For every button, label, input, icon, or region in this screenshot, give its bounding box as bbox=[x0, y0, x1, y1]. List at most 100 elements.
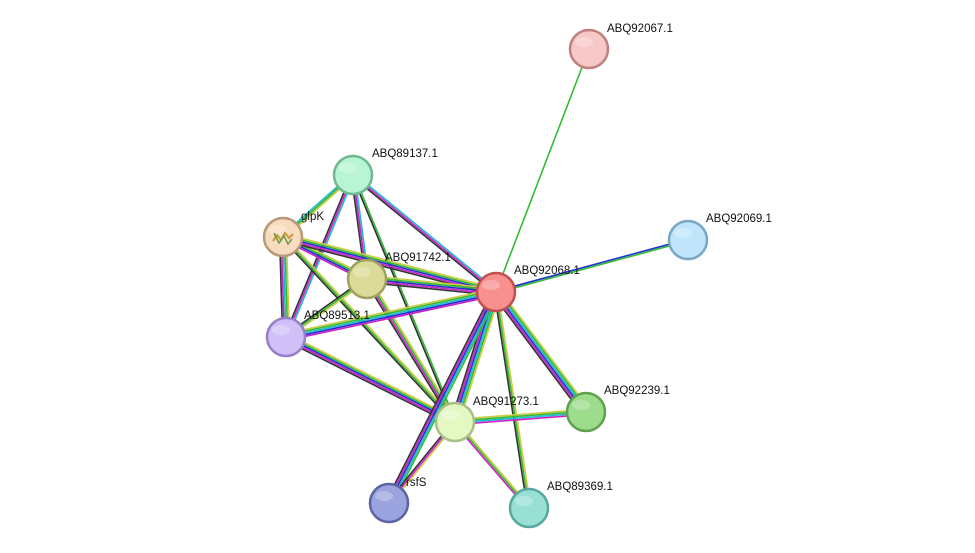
edge-evidence-line bbox=[496, 291, 588, 412]
node-label: ABQ89137.1 bbox=[372, 148, 438, 160]
edge-evidence-line bbox=[286, 294, 497, 342]
edge-evidence-line bbox=[285, 287, 496, 335]
node-label: ABQ92068.1 bbox=[514, 265, 580, 277]
edge-evidence-line bbox=[456, 292, 500, 424]
edge-evidence-line bbox=[282, 236, 497, 293]
node-label: ABQ92067.1 bbox=[607, 23, 673, 35]
edge-abq92068-1-abq92239-1[interactable] bbox=[491, 288, 591, 416]
node-abq92069-1[interactable]: ABQ92069.1 bbox=[667, 213, 772, 261]
node-abq91273-1[interactable]: ABQ91273.1 bbox=[434, 396, 539, 443]
edge-evidence-line bbox=[282, 236, 456, 423]
node-highlight bbox=[575, 37, 593, 47]
edge-evidence-line bbox=[495, 291, 530, 509]
edge-evidence-line bbox=[455, 413, 587, 426]
node-abq89369-1[interactable]: ABQ89369.1 bbox=[508, 481, 613, 529]
edge-evidence-line bbox=[353, 174, 457, 422]
edge-evidence-line bbox=[455, 412, 587, 424]
node-rsfs[interactable]: rsfS bbox=[368, 477, 427, 524]
node-label: glpK bbox=[301, 211, 324, 223]
node-highlight bbox=[272, 325, 290, 335]
edge-evidence-line bbox=[493, 293, 585, 415]
edge-evidence-line bbox=[496, 240, 689, 294]
edge-evidence-line bbox=[281, 237, 455, 424]
node-abq91742-1[interactable]: ABQ91742.1 bbox=[346, 252, 451, 300]
node-highlight bbox=[339, 163, 357, 173]
node-circle[interactable] bbox=[568, 28, 610, 70]
node-circle[interactable] bbox=[346, 258, 388, 300]
node-circle[interactable] bbox=[368, 482, 410, 524]
edge-evidence-line bbox=[454, 408, 586, 421]
edge-evidence-line bbox=[495, 238, 688, 292]
edge-evidence-line bbox=[388, 291, 497, 504]
edge-evidence-line bbox=[366, 279, 496, 295]
edge-evidence-line bbox=[494, 292, 586, 413]
edge-abq89137-1-abq91273-1[interactable] bbox=[351, 174, 457, 423]
node-circle[interactable] bbox=[475, 271, 517, 313]
edges-layer bbox=[278, 48, 689, 510]
edge-evidence-line bbox=[491, 294, 584, 416]
node-highlight bbox=[515, 496, 533, 506]
edge-evidence-line bbox=[455, 292, 498, 423]
node-highlight bbox=[674, 228, 692, 238]
edge-evidence-line bbox=[386, 290, 496, 503]
edge-abq92069-1-abq92068-1[interactable] bbox=[495, 238, 689, 294]
node-label: ABQ91273.1 bbox=[473, 396, 539, 408]
edge-abq91273-1-abq92239-1[interactable] bbox=[454, 408, 587, 426]
edge-glpk-abq91273-1[interactable] bbox=[281, 235, 457, 424]
edge-evidence-line bbox=[285, 336, 456, 423]
edge-abq92067-1-abq92068-1[interactable] bbox=[495, 48, 590, 293]
edge-evidence-line bbox=[493, 292, 529, 509]
edge-evidence-line bbox=[283, 234, 497, 292]
edge-evidence-line bbox=[496, 291, 532, 508]
nodes-layer: ABQ92067.1ABQ89137.1glpKABQ91742.1ABQ920… bbox=[262, 23, 772, 529]
edge-evidence-line bbox=[351, 175, 455, 423]
edge-abq89513-1-abq91273-1[interactable] bbox=[284, 333, 457, 426]
edge-evidence-line bbox=[495, 48, 590, 293]
edge-evidence-line bbox=[284, 339, 454, 426]
protein-structure-icon bbox=[272, 231, 294, 246]
edge-evidence-line bbox=[498, 288, 591, 410]
edge-evidence-line bbox=[385, 290, 494, 502]
node-label: ABQ92239.1 bbox=[604, 385, 670, 397]
edge-evidence-line bbox=[285, 289, 496, 337]
node-abq92068-1[interactable]: ABQ92068.1 bbox=[475, 265, 580, 313]
node-highlight bbox=[482, 280, 500, 290]
edge-evidence-line bbox=[284, 337, 455, 425]
edge-evidence-line bbox=[497, 289, 589, 411]
node-abq92239-1[interactable]: ABQ92239.1 bbox=[565, 385, 670, 433]
edge-evidence-line bbox=[389, 292, 499, 505]
node-glpk[interactable]: glpK bbox=[262, 211, 324, 258]
node-circle[interactable] bbox=[265, 316, 307, 358]
edge-evidence-line bbox=[287, 333, 457, 420]
node-abq89137-1[interactable]: ABQ89137.1 bbox=[332, 148, 438, 196]
node-circle[interactable] bbox=[508, 487, 550, 529]
node-label: ABQ89513.1 bbox=[304, 310, 370, 322]
node-highlight bbox=[269, 225, 287, 235]
node-circle[interactable] bbox=[565, 391, 607, 433]
node-label: ABQ92069.1 bbox=[706, 213, 772, 225]
node-highlight bbox=[441, 410, 459, 420]
node-circle[interactable] bbox=[667, 219, 709, 261]
node-highlight bbox=[375, 491, 393, 501]
edge-evidence-line bbox=[286, 334, 457, 422]
edge-evidence-line bbox=[454, 410, 586, 422]
edge-evidence-line bbox=[391, 293, 500, 505]
node-label: ABQ91742.1 bbox=[385, 252, 451, 264]
edge-evidence-line bbox=[351, 175, 496, 294]
edge-abq92068-1-rsfs[interactable] bbox=[385, 290, 500, 505]
node-highlight bbox=[353, 267, 371, 277]
edge-evidence-line bbox=[283, 235, 457, 422]
edge-evidence-line bbox=[366, 278, 497, 293]
node-abq89513-1[interactable]: ABQ89513.1 bbox=[265, 310, 370, 358]
edge-abq89137-1-abq92068-1[interactable] bbox=[351, 173, 498, 294]
node-abq92067-1[interactable]: ABQ92067.1 bbox=[568, 23, 673, 70]
node-circle[interactable] bbox=[434, 401, 476, 443]
edge-abq89513-1-abq92068-1[interactable] bbox=[285, 287, 497, 342]
node-highlight bbox=[572, 400, 590, 410]
node-circle[interactable] bbox=[332, 154, 374, 196]
edge-evidence-line bbox=[353, 173, 498, 292]
edge-evidence-line bbox=[283, 232, 498, 290]
edge-evidence-line bbox=[352, 174, 497, 293]
edge-abq92068-1-abq89369-1[interactable] bbox=[493, 291, 532, 509]
